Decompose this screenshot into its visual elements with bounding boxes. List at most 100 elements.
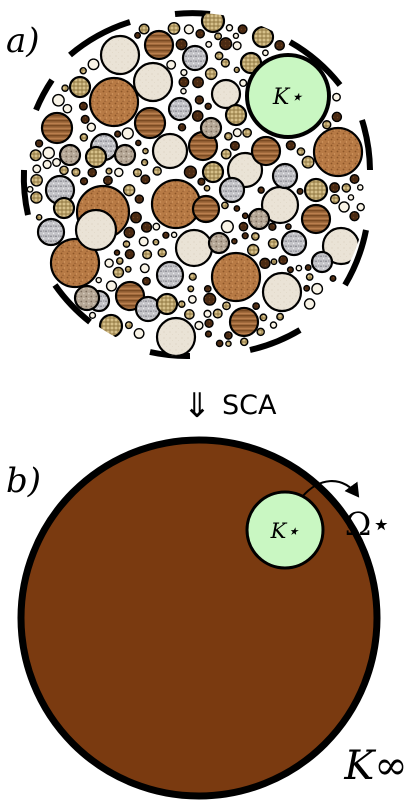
grain [114, 130, 122, 138]
grain [261, 271, 303, 313]
grain [62, 103, 73, 114]
grain [194, 95, 205, 105]
grain [329, 182, 340, 194]
grain [140, 221, 153, 233]
grain [123, 226, 136, 239]
grain [79, 133, 89, 142]
grain [30, 191, 43, 204]
grains-layer [26, 13, 365, 357]
grain [201, 160, 225, 184]
grain [174, 228, 214, 268]
effective-medium-disk [17, 436, 381, 800]
grain [212, 308, 223, 319]
grain [36, 217, 66, 247]
grain [224, 331, 233, 340]
grain [269, 321, 278, 329]
grain [73, 284, 101, 312]
grain [220, 58, 230, 68]
grain [188, 272, 197, 281]
grain [250, 135, 282, 167]
grain [183, 24, 195, 35]
grain [187, 285, 195, 293]
grain [61, 84, 69, 92]
grain [231, 237, 238, 245]
grain [122, 240, 131, 248]
sca-label: SCA [222, 390, 277, 421]
grain [167, 96, 193, 122]
grain [34, 139, 44, 148]
grain [114, 167, 124, 178]
grain [270, 258, 278, 266]
grain [138, 23, 150, 35]
grain [329, 275, 337, 282]
grain [142, 147, 149, 155]
grain [225, 24, 234, 32]
grain [134, 194, 145, 204]
grain [52, 196, 76, 220]
grain [295, 264, 303, 272]
grain [341, 183, 352, 193]
grain [180, 68, 188, 77]
grain [221, 201, 229, 210]
grain [218, 176, 246, 204]
grain [68, 75, 92, 99]
grain [195, 28, 206, 39]
grain [207, 231, 231, 255]
grain [32, 164, 42, 174]
grain [104, 258, 114, 268]
grain [30, 173, 43, 187]
grain [95, 276, 102, 284]
grain [210, 78, 242, 110]
grain [259, 257, 271, 270]
grain [79, 67, 87, 75]
grain [138, 236, 149, 247]
grain [105, 167, 113, 175]
grain [229, 140, 240, 151]
grain [78, 101, 88, 111]
grain [310, 250, 334, 274]
grain [191, 194, 221, 224]
grain [203, 292, 217, 306]
down-double-arrow-icon: ⇓ [183, 386, 212, 426]
grain [210, 251, 262, 303]
grain [184, 309, 195, 320]
grain [312, 126, 364, 178]
grain [246, 243, 260, 257]
grain [267, 238, 279, 249]
grain [150, 178, 202, 230]
grain [205, 40, 213, 48]
grain [214, 32, 223, 41]
grain [133, 327, 145, 339]
grain [113, 143, 137, 167]
grain [256, 327, 265, 337]
grain [296, 147, 306, 156]
grain [247, 207, 271, 231]
grain [304, 264, 312, 271]
grain [177, 300, 186, 309]
k-infinity-label: K∞ [343, 743, 407, 789]
grain [311, 282, 324, 295]
grain [40, 111, 74, 145]
grain [162, 231, 170, 239]
grain [222, 301, 231, 311]
inclusion-k-star-b [245, 490, 325, 570]
grain [86, 122, 97, 132]
grain [356, 202, 365, 212]
grain [155, 316, 197, 357]
grain [204, 318, 214, 329]
grain [142, 249, 153, 260]
grain [228, 306, 260, 338]
grain [84, 145, 108, 169]
grain [135, 139, 142, 147]
grain [142, 276, 151, 286]
grain [233, 66, 241, 74]
grain [134, 295, 162, 323]
grain [199, 116, 223, 140]
grain [121, 127, 134, 140]
grain [139, 263, 150, 274]
grain [52, 157, 62, 167]
grain [134, 31, 142, 39]
grain [204, 67, 218, 81]
panel-a: a) K⋆ [6, 10, 373, 360]
